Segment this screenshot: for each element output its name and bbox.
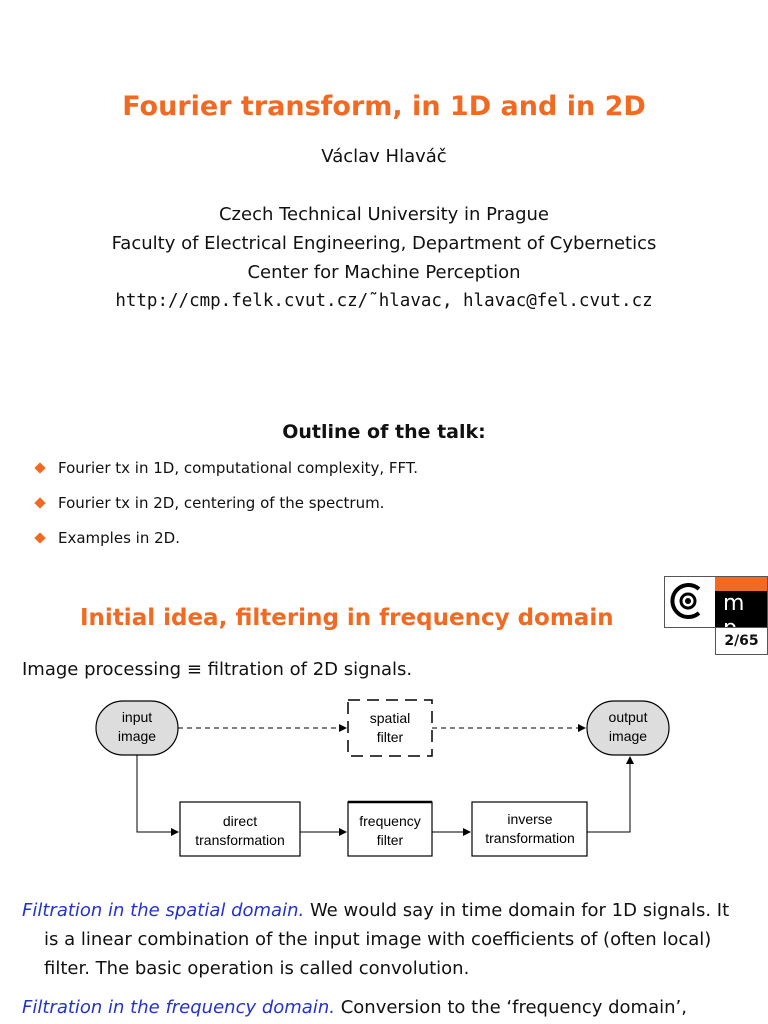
intro-text: Image processing ≡ filtration of 2D sign…	[22, 659, 413, 680]
diamond-bullet-icon	[34, 462, 46, 474]
output-image-label: output	[609, 709, 648, 725]
outline-item: Fourier tx in 2D, centering of the spect…	[34, 494, 385, 512]
eye-logo-icon	[670, 583, 701, 619]
section-title: Initial idea, filtering in frequency dom…	[80, 605, 614, 631]
outline-item: Examples in 2D.	[34, 529, 180, 547]
spatial-filter-node	[347, 699, 433, 757]
direct-transformation-label: transformation	[195, 832, 284, 848]
cmp-logo: m p	[664, 576, 768, 628]
affiliation-contact[interactable]: http://cmp.felk.cvut.cz/˜hlavac, hlavac@…	[115, 291, 653, 311]
affiliation-center: Center for Machine Perception	[247, 262, 521, 283]
filtering-diagram: input image spatial filter output image …	[95, 699, 670, 857]
diamond-bullet-icon	[34, 532, 46, 544]
paragraph-text: Conversion to the ‘frequency domain’,	[334, 997, 687, 1018]
outline-item-text: Examples in 2D.	[58, 529, 180, 547]
paragraph-spatial: Filtration in the spatial domain. We wou…	[22, 896, 752, 925]
input-image-label: image	[118, 728, 156, 744]
author: Václav Hlaváč	[321, 146, 447, 167]
direct-transformation-node	[179, 801, 301, 857]
page-number: 2/65	[715, 628, 768, 655]
output-image-node	[586, 700, 670, 756]
outline-item: Fourier tx in 1D, computational complexi…	[34, 459, 419, 477]
spatial-filter-label: filter	[377, 729, 404, 745]
direct-transformation-label: direct	[223, 813, 257, 829]
logo-text: m p	[723, 591, 759, 627]
logo-black-block	[715, 591, 767, 627]
output-image-label: image	[609, 728, 647, 744]
diamond-bullet-icon	[34, 497, 46, 509]
paragraph-frequency: Filtration in the frequency domain. Conv…	[22, 993, 752, 1022]
frequency-filter-label: frequency	[359, 813, 420, 829]
page-title: Fourier transform, in 1D and in 2D	[122, 91, 646, 122]
paragraph-spatial-continued: is a linear combination of the input ima…	[44, 929, 712, 979]
solid-arrow	[136, 755, 179, 836]
inverse-transformation-label: transformation	[485, 830, 574, 846]
frequency-filter-label: filter	[377, 832, 404, 848]
spatial-filter-label: spatial	[370, 710, 410, 726]
paragraph-text: We would say in time domain for 1D signa…	[304, 900, 730, 921]
input-image-label: input	[122, 709, 152, 725]
frequency-filter-node	[347, 801, 433, 857]
inverse-transformation-label: inverse	[507, 811, 552, 827]
term-frequency-domain: Filtration in the frequency domain.	[22, 997, 335, 1018]
term-spatial-domain: Filtration in the spatial domain.	[22, 900, 305, 921]
inverse-transformation-node	[471, 801, 588, 857]
outline-item-text: Fourier tx in 1D, computational complexi…	[58, 459, 419, 477]
solid-arrow	[587, 756, 634, 833]
outline-title: Outline of the talk:	[282, 421, 486, 443]
affiliation-faculty: Faculty of Electrical Engineering, Depar…	[111, 233, 657, 254]
affiliation-university: Czech Technical University in Prague	[218, 204, 550, 225]
outline-item-text: Fourier tx in 2D, centering of the spect…	[58, 494, 385, 512]
